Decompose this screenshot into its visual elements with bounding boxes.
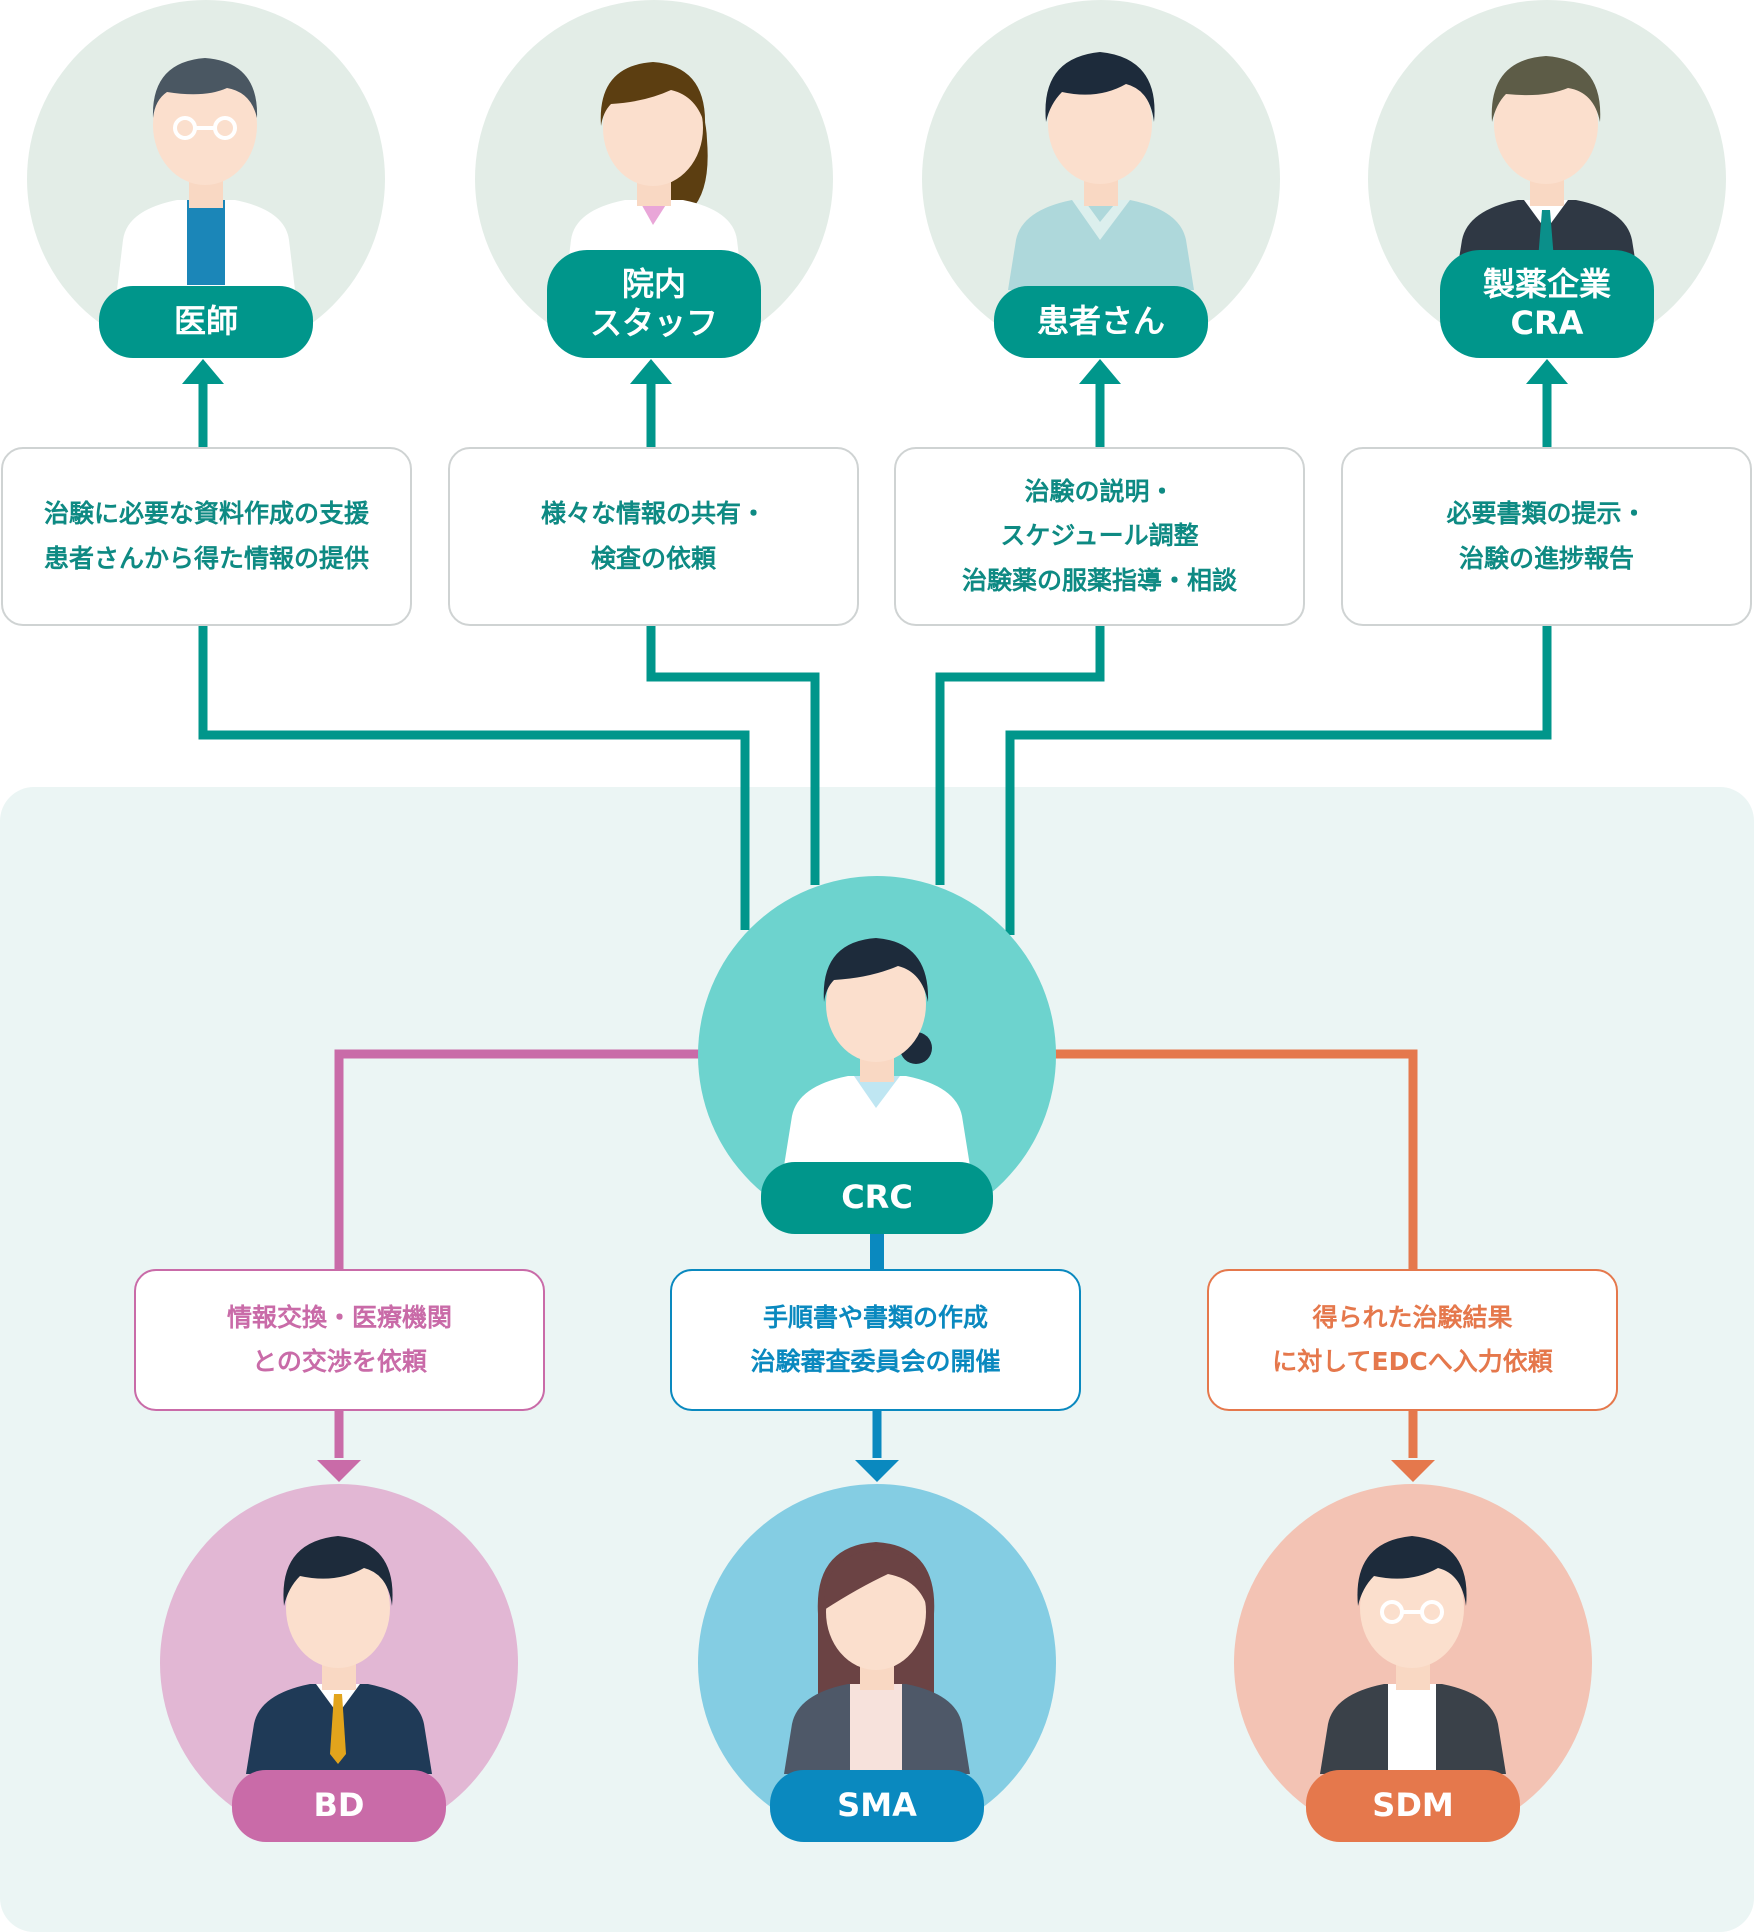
arrowhead-sma bbox=[855, 1460, 899, 1482]
arrowhead-bd bbox=[317, 1460, 361, 1482]
sma-label: SMA bbox=[770, 1770, 984, 1842]
sdm-avatar-icon bbox=[1320, 1536, 1506, 1774]
connector-crc-cra bbox=[1005, 626, 1552, 935]
staff-circle bbox=[475, 0, 833, 358]
arrowhead-staff bbox=[630, 359, 672, 384]
crc-avatar-icon bbox=[784, 938, 970, 1166]
patient-task-box: 治験の説明・ スケジュール調整 治験薬の服薬指導・相談 bbox=[894, 447, 1305, 626]
bd-label: BD bbox=[232, 1770, 446, 1842]
connector-crc-patient bbox=[935, 626, 1105, 885]
connector-crc-staff bbox=[646, 626, 820, 885]
doctor-avatar-icon bbox=[117, 58, 295, 290]
sma-avatar-icon bbox=[784, 1542, 970, 1774]
cra-task-box: 必要書類の提示・ 治験の進捗報告 bbox=[1341, 447, 1752, 626]
connector-crc-doctor bbox=[198, 626, 750, 930]
sma-circle bbox=[698, 1484, 1056, 1842]
arrowhead-sdm bbox=[1391, 1460, 1435, 1482]
doctor-label: 医師 bbox=[99, 286, 313, 358]
sdm-label: SDM bbox=[1306, 1770, 1520, 1842]
arrowhead-cra bbox=[1526, 359, 1568, 384]
patient-label: 患者さん bbox=[994, 286, 1208, 358]
arrowhead-patient bbox=[1079, 359, 1121, 384]
crc-label: CRC bbox=[761, 1162, 993, 1234]
sma-task-box: 手順書や書類の作成 治験審査委員会の開催 bbox=[670, 1269, 1081, 1411]
cra-label: 製薬企業 CRA bbox=[1440, 250, 1654, 358]
arrowhead-doctor bbox=[182, 359, 224, 384]
sdm-task-box: 得られた治験結果 に対してEDCへ入力依頼 bbox=[1207, 1269, 1618, 1411]
staff-task-box: 様々な情報の共有・ 検査の依頼 bbox=[448, 447, 859, 626]
bd-avatar-icon bbox=[246, 1536, 432, 1774]
bd-task-box: 情報交換・医療機関 との交渉を依頼 bbox=[134, 1269, 545, 1411]
doctor-task-box: 治験に必要な資料作成の支援 患者さんから得た情報の提供 bbox=[1, 447, 412, 626]
staff-label: 院内 スタッフ bbox=[547, 250, 761, 358]
patient-avatar-icon bbox=[1008, 52, 1194, 290]
patient-circle bbox=[922, 0, 1280, 358]
